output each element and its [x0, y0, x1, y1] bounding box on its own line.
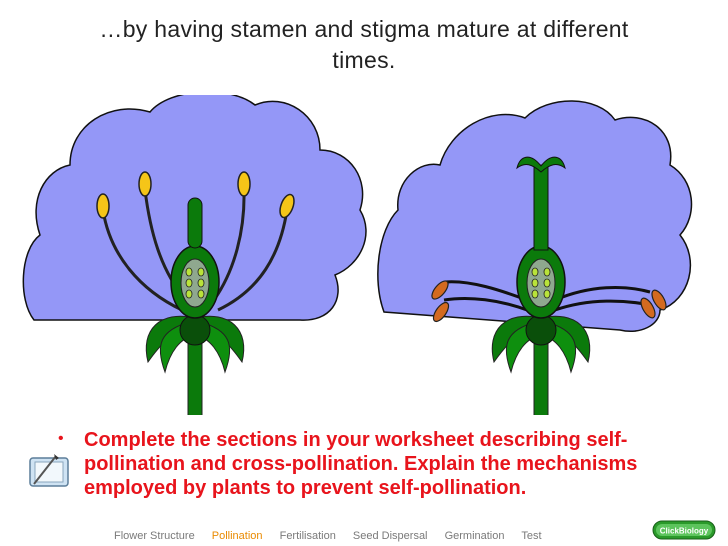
right-filament-2 — [443, 297, 528, 312]
right-ovule-1 — [531, 267, 539, 277]
task-text: Complete the sections in your worksheet … — [84, 429, 638, 499]
left-ovule-6 — [197, 289, 205, 299]
right-receptacle — [525, 314, 557, 346]
right-style — [533, 164, 549, 251]
slide-title: …by having stamen and stigma mature at d… — [30, 14, 698, 76]
title-line-2: times. — [332, 47, 396, 73]
right-flower — [377, 100, 693, 415]
left-anther-1 — [96, 193, 110, 219]
right-ovule-6 — [543, 289, 551, 299]
left-ovary — [180, 258, 210, 308]
bullet-marker: • — [58, 430, 64, 447]
bottom-navigation: Flower Structure Pollination Fertilisati… — [114, 530, 556, 542]
right-anther-3 — [651, 289, 667, 311]
right-stigma — [516, 156, 566, 173]
flower-diagrams — [22, 95, 693, 415]
right-filament-3 — [554, 285, 651, 302]
right-ovule-4 — [543, 278, 551, 288]
left-anther-4 — [279, 193, 295, 219]
nav-item-test[interactable]: Test — [521, 530, 542, 542]
left-ovule-5 — [185, 289, 193, 299]
nav-item-fertilisation[interactable]: Fertilisation — [279, 530, 336, 542]
right-ovary — [526, 258, 556, 308]
left-ovule-3 — [185, 278, 193, 288]
right-ovule-2 — [543, 267, 551, 277]
notepad-icon[interactable] — [26, 450, 74, 490]
right-anther-2 — [432, 301, 450, 323]
left-receptacle — [179, 314, 211, 346]
nav-item-flower-structure[interactable]: Flower Structure — [114, 530, 195, 542]
title-line-1: …by having stamen and stigma mature at d… — [99, 16, 629, 42]
left-filament-4 — [217, 209, 289, 312]
nav-item-pollination[interactable]: Pollination — [211, 530, 263, 542]
left-filament-3 — [212, 189, 246, 301]
clickbiology-logo[interactable]: ClickBiology — [652, 519, 716, 541]
left-ovule-1 — [185, 267, 193, 277]
right-ovule-3 — [531, 278, 539, 288]
right-ovule-5 — [531, 289, 539, 299]
left-anther-2 — [138, 171, 152, 197]
left-ovule-4 — [197, 278, 205, 288]
right-anther-1 — [431, 280, 449, 300]
left-filament-1 — [101, 209, 183, 312]
left-anther-3 — [237, 171, 251, 197]
left-style — [187, 197, 203, 249]
left-ovule-2 — [197, 267, 205, 277]
left-flower — [22, 95, 367, 415]
nav-item-seed-dispersal[interactable]: Seed Dispersal — [352, 530, 428, 542]
nav-item-germination[interactable]: Germination — [444, 530, 505, 542]
right-anther-4 — [640, 297, 656, 319]
logo-text: ClickBiology — [660, 527, 709, 536]
